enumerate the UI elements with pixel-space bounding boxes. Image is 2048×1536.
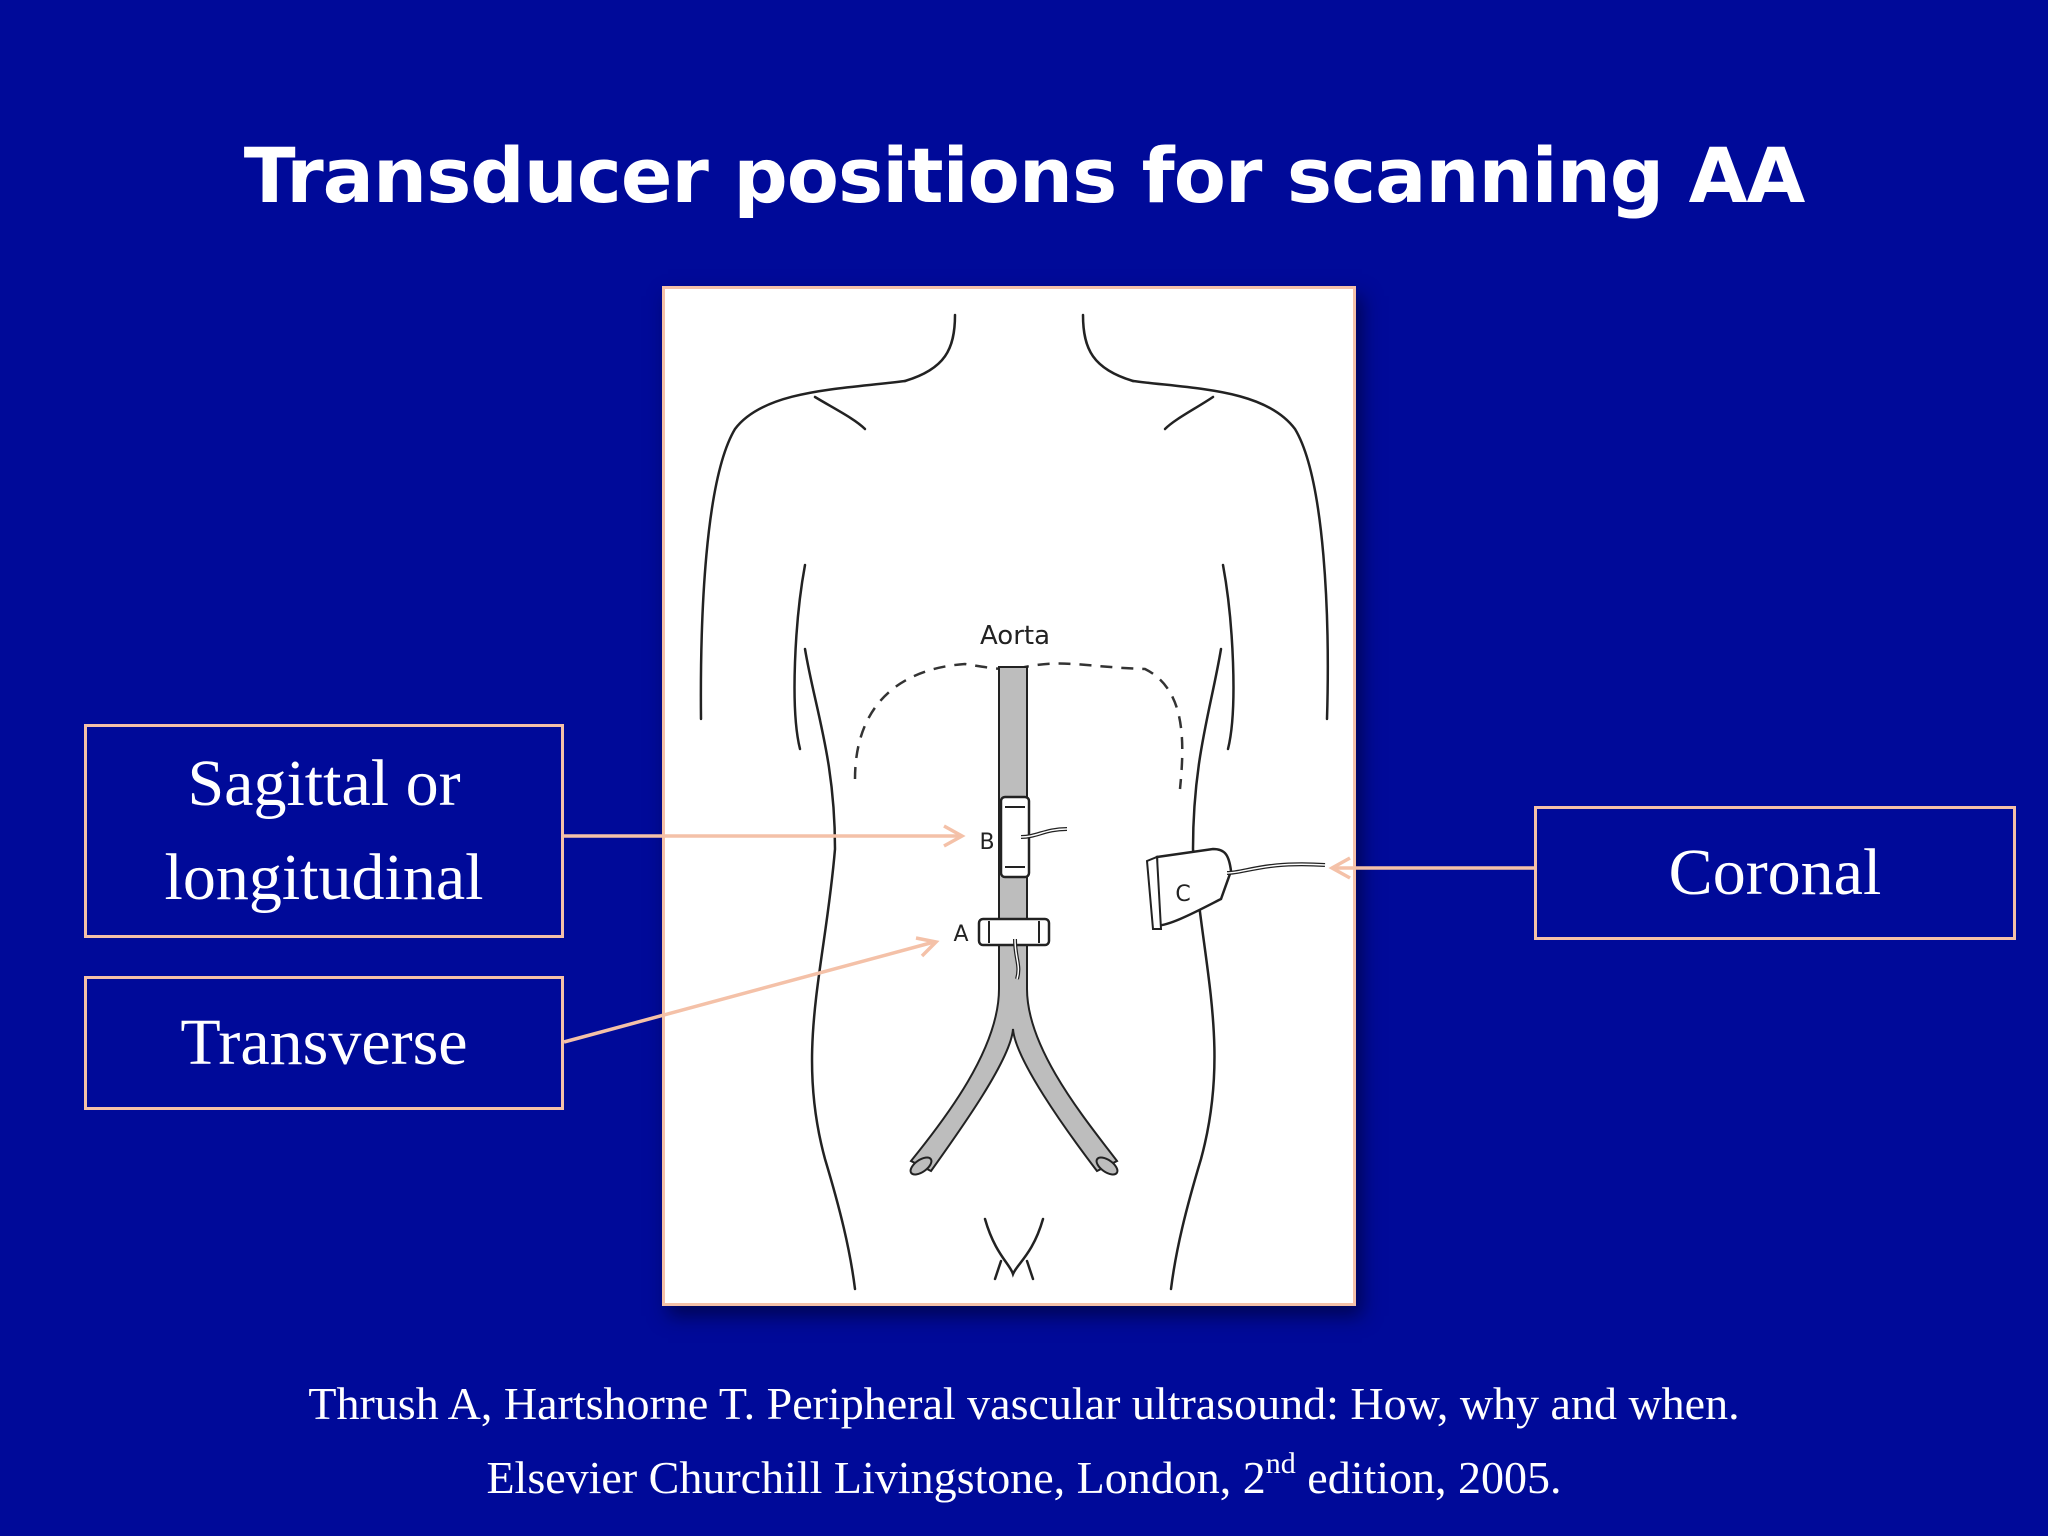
right-clavicle (1163, 395, 1215, 431)
transverse-label: Transverse (180, 1006, 468, 1079)
right-inner-arm (1221, 563, 1235, 751)
probe-b-label: B (979, 830, 994, 855)
torso-right-outline (1169, 647, 1223, 1291)
right-iliac-end (1095, 1156, 1119, 1176)
sagittal-label-line1: Sagittal or (187, 747, 461, 820)
coronal-label-box: Coronal (1534, 806, 2016, 940)
probe-a-icon: A (953, 917, 1051, 980)
torso-drawing: Aorta B A C (699, 313, 1330, 1291)
left-clavicle (813, 395, 867, 431)
neck-left-outline (903, 313, 957, 383)
coronal-arrowhead (1328, 856, 1351, 880)
citation-line2-before: Elsevier Churchill Livingstone, London, … (486, 1452, 1266, 1503)
transverse-label-box: Transverse (84, 976, 564, 1110)
citation-line2: Elsevier Churchill Livingstone, London, … (0, 1442, 2048, 1514)
citation-line2-after: edition, 2005. (1295, 1452, 1562, 1503)
sagittal-label-box: Sagittal or longitudinal (84, 724, 564, 938)
right-arm-outline (1131, 379, 1330, 721)
sagittal-label-line2: longitudinal (164, 841, 484, 914)
coronal-label: Coronal (1668, 836, 1882, 909)
neck-right-outline (1081, 313, 1135, 383)
probe-c-icon: C (1145, 847, 1326, 930)
transverse-arrowhead (915, 936, 940, 958)
groin-lines (993, 1259, 1035, 1281)
transverse-arrow (563, 940, 935, 1044)
aorta-label: Aorta (980, 621, 1050, 651)
left-arm-outline (699, 379, 907, 721)
slide-title: Transducer positions for scanning AA (243, 131, 1806, 220)
left-inner-arm (793, 563, 807, 751)
groin-outline (983, 1217, 1045, 1278)
probe-a-label: A (953, 922, 968, 947)
torso-left-outline (803, 647, 857, 1291)
citation-line2-superscript: nd (1265, 1447, 1296, 1480)
sagittal-arrowhead (943, 824, 966, 848)
probe-c-label: C (1175, 882, 1190, 907)
probe-b-icon: B (979, 795, 1068, 879)
left-iliac-end (909, 1156, 933, 1176)
citation-line1: Thrush A, Hartshorne T. Peripheral vascu… (308, 1378, 1740, 1429)
torso-diagram: Aorta B A C (662, 286, 1356, 1306)
